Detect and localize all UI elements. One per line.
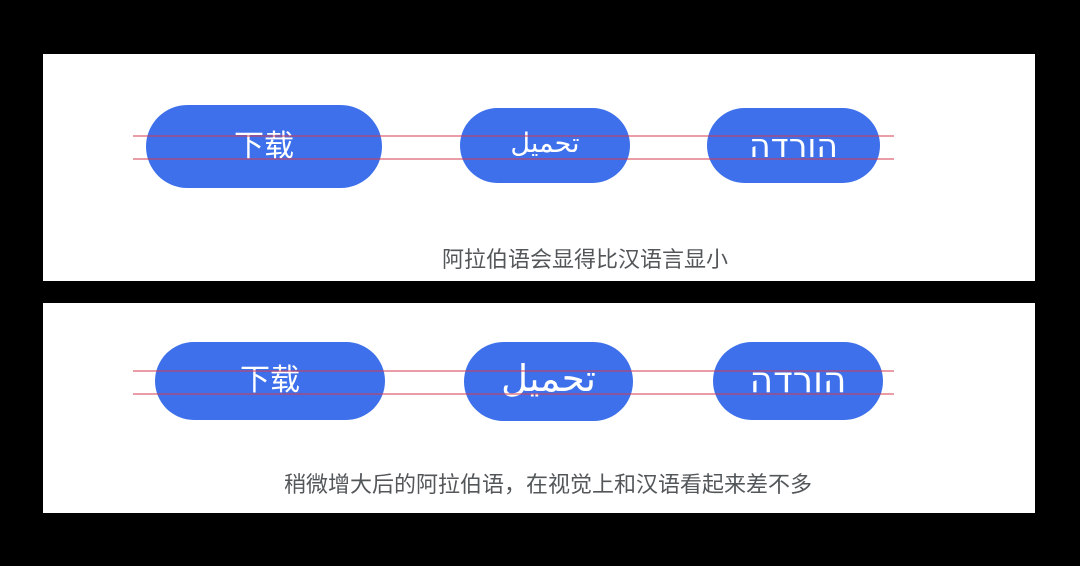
comparison-panel-default-sizes: 下载 تحميل הורדה 阿拉伯语会显得比汉语言显小	[43, 54, 1035, 281]
download-button-arabic[interactable]: تحميل	[460, 108, 630, 183]
panel-caption: 稍微增大后的阿拉伯语，在视觉上和汉语看起来差不多	[283, 473, 813, 498]
comparison-panel-adjusted-sizes: 下载 تحميل הורדה 稍微增大后的阿拉伯语，在视觉上和汉语看起来差不多	[43, 303, 1035, 513]
download-button-hebrew[interactable]: הורדה	[713, 342, 883, 420]
download-button-hebrew[interactable]: הורדה	[707, 108, 880, 183]
download-button-chinese[interactable]: 下载	[155, 342, 385, 420]
download-button-chinese[interactable]: 下载	[146, 105, 382, 188]
panel-caption: 阿拉伯语会显得比汉语言显小	[441, 248, 729, 273]
download-button-arabic[interactable]: تحميل	[464, 342, 633, 421]
